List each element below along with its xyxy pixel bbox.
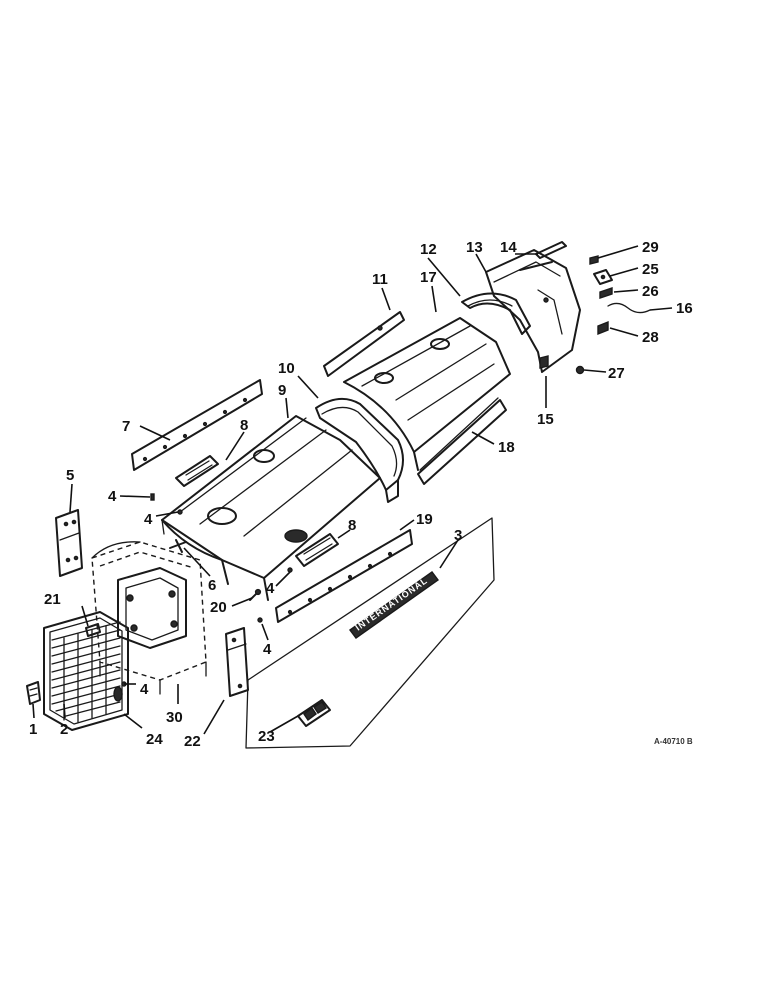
part-18-lower-rear-strip bbox=[417, 397, 507, 485]
callout-5: 5 bbox=[66, 467, 74, 484]
part-11-top-strip bbox=[323, 311, 405, 377]
callout-23: 23 bbox=[258, 728, 275, 745]
part-27-bolt bbox=[575, 365, 585, 375]
callout-17: 17 bbox=[420, 269, 437, 286]
part-26-clip bbox=[599, 287, 613, 299]
callout-3: 3 bbox=[454, 527, 462, 544]
callout-12: 12 bbox=[420, 241, 437, 258]
part-29-screw bbox=[589, 255, 599, 265]
part-22-lower-plate bbox=[225, 627, 249, 697]
part-1-clip bbox=[26, 681, 41, 705]
callout-19: 19 bbox=[416, 511, 433, 528]
callout-25: 25 bbox=[642, 261, 659, 278]
callout-7: 7 bbox=[122, 418, 130, 435]
part-28-nut bbox=[597, 320, 609, 336]
callout-4-a: 4 bbox=[108, 488, 117, 505]
callout-20: 20 bbox=[210, 599, 227, 616]
callout-22: 22 bbox=[184, 733, 201, 750]
part-12-cowl-band bbox=[461, 292, 531, 335]
part-23-badge bbox=[297, 699, 331, 727]
callout-8-b: 8 bbox=[348, 517, 356, 534]
part-16-spring bbox=[607, 302, 651, 314]
callout-30: 30 bbox=[166, 709, 183, 726]
part-25-plate bbox=[593, 269, 613, 285]
callout-26: 26 bbox=[642, 283, 659, 300]
part-14-handle bbox=[535, 241, 567, 259]
part-30-front-support bbox=[91, 541, 207, 695]
callout-27: 27 bbox=[608, 365, 625, 382]
part-6-latch bbox=[169, 539, 187, 553]
part-21-emblem-clip bbox=[85, 623, 101, 637]
callout-15: 15 bbox=[537, 411, 554, 428]
part-19-lower-strip bbox=[275, 529, 413, 623]
part-17-hood-rear bbox=[343, 317, 511, 471]
callout-1: 1 bbox=[29, 721, 37, 738]
kit-group-outline bbox=[245, 517, 495, 749]
callout-24: 24 bbox=[146, 731, 163, 748]
callout-10: 10 bbox=[278, 360, 295, 377]
callout-29: 29 bbox=[642, 239, 659, 256]
part-9-hood-front bbox=[161, 415, 381, 601]
part-5-side-plate bbox=[55, 509, 83, 577]
leader-lines bbox=[32, 245, 673, 735]
callout-21: 21 bbox=[44, 591, 61, 608]
callout-14: 14 bbox=[500, 239, 517, 256]
callout-4-c: 4 bbox=[140, 681, 149, 698]
callout-28: 28 bbox=[642, 329, 659, 346]
callout-13: 13 bbox=[466, 239, 483, 256]
callout-18: 18 bbox=[498, 439, 515, 456]
part-8-vent-lower bbox=[295, 533, 339, 567]
part-3-emblem: INTERNATIONAL bbox=[349, 571, 439, 639]
callout-6: 6 bbox=[208, 577, 216, 594]
callout-4-d: 4 bbox=[263, 641, 272, 658]
callout-11: 11 bbox=[372, 271, 388, 288]
part-15-cowl bbox=[485, 249, 581, 373]
drawing-code: A-40710 B bbox=[654, 737, 693, 746]
callout-8-a: 8 bbox=[240, 417, 248, 434]
part-7-side-strip bbox=[131, 379, 263, 471]
callout-16: 16 bbox=[676, 300, 693, 317]
part-8-vent-upper bbox=[175, 455, 219, 487]
emblem-label: INTERNATIONAL bbox=[353, 575, 429, 632]
part-10-bulkhead bbox=[315, 397, 404, 503]
callout-4-b: 4 bbox=[144, 511, 153, 528]
callout-4-e: 4 bbox=[266, 580, 275, 597]
callout-2: 2 bbox=[60, 721, 68, 738]
callout-9: 9 bbox=[278, 382, 286, 399]
callout-labels: 1 2 3 4 4 4 4 4 5 6 7 8 8 9 10 11 12 13 … bbox=[29, 239, 693, 750]
